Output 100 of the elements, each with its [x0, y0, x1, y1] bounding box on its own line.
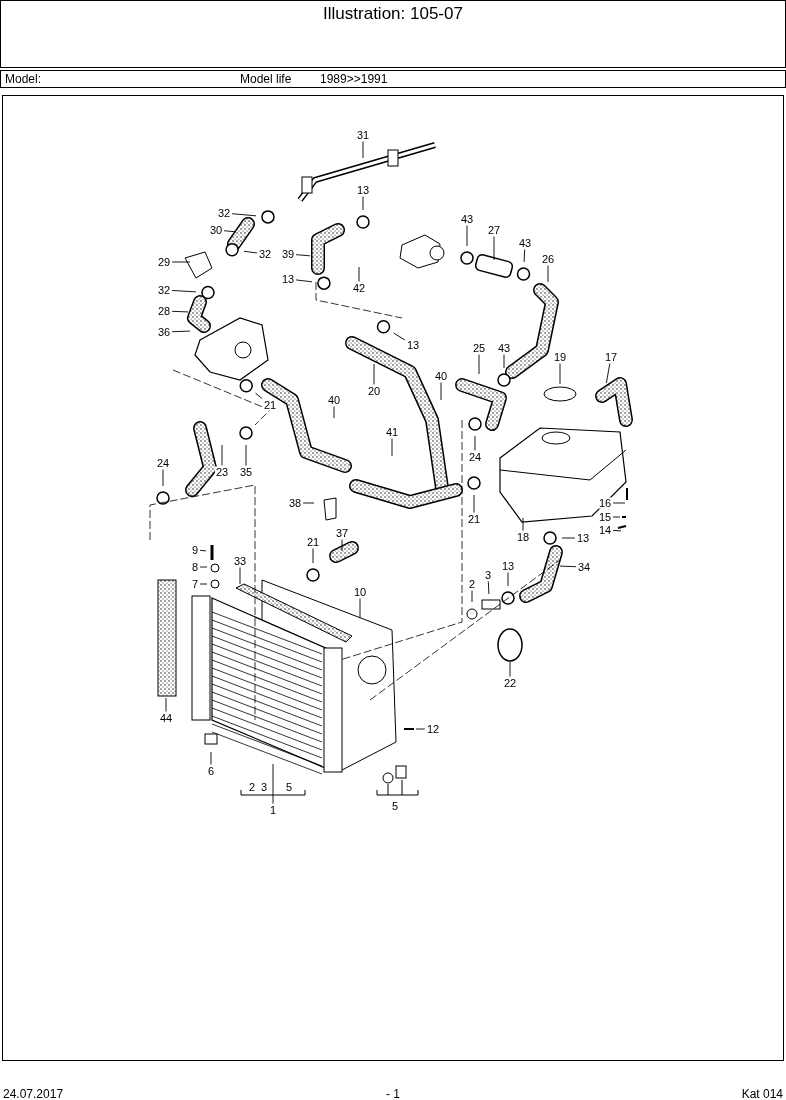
callout-number: 1: [268, 804, 278, 816]
footer-text: - 1: [386, 1088, 400, 1100]
leader-line: [210, 751, 212, 765]
page-title: Illustration: 105-07: [323, 3, 463, 25]
leader-line: [478, 354, 480, 375]
callout-number: 43: [517, 237, 533, 249]
callout-number: 33: [232, 555, 248, 567]
callout-number: 13: [575, 532, 591, 544]
leader-line: [507, 572, 509, 587]
leader-line: [199, 583, 208, 585]
leader-line: [359, 598, 361, 619]
callout-number: 36: [156, 326, 172, 338]
callout-number: 40: [433, 370, 449, 382]
callout-number: 43: [459, 213, 475, 225]
leader-line: [221, 444, 223, 466]
leader-line: [171, 330, 191, 333]
callout-number: 27: [486, 224, 502, 236]
leader-line: [312, 548, 314, 564]
leader-line: [561, 537, 576, 539]
leader-line: [471, 590, 473, 603]
callout-number: 29: [156, 256, 172, 268]
callout-number: 43: [496, 342, 512, 354]
callout-number: 8: [190, 561, 200, 573]
callout-number: 22: [502, 677, 518, 689]
leader-line: [245, 444, 247, 466]
callout-number: 35: [238, 466, 254, 478]
callout-number: 6: [206, 765, 216, 777]
callout-number: 12: [425, 723, 441, 735]
callout-number: 2: [467, 578, 477, 590]
leader-line: [358, 266, 360, 282]
leader-line: [362, 196, 364, 211]
callout-number: 41: [384, 426, 400, 438]
leader-line: [302, 502, 315, 504]
leader-line: [440, 382, 442, 401]
callout-number: 13: [280, 273, 296, 285]
callout-number: 5: [391, 800, 399, 812]
leader-line: [333, 406, 335, 419]
callout-number: 10: [352, 586, 368, 598]
leader-line: [474, 435, 476, 451]
leader-line: [255, 392, 263, 399]
callout-number: 40: [326, 394, 342, 406]
leader-line: [165, 697, 167, 712]
callout-number: 24: [155, 457, 171, 469]
callout-number: 38: [287, 497, 303, 509]
callout-number: 42: [351, 282, 367, 294]
callout-number: 2: [248, 781, 256, 793]
callout-number: 24: [467, 451, 483, 463]
leader-line: [295, 254, 311, 257]
callout-number: 21: [262, 399, 278, 411]
callout-number: 13: [355, 184, 371, 196]
callout-number: 16: [597, 497, 613, 509]
info-field: 1989>>1991: [320, 73, 388, 85]
leader-line: [391, 438, 393, 457]
leader-line: [373, 363, 375, 385]
callout-number: 14: [597, 524, 613, 536]
callout-number: 17: [603, 351, 619, 363]
callout-number: 9: [190, 544, 200, 556]
callout-number: 31: [355, 129, 371, 141]
callout-number: 3: [260, 781, 268, 793]
leader-line: [162, 469, 164, 487]
leader-line: [559, 363, 561, 385]
leader-line: [199, 549, 207, 552]
leader-line: [272, 763, 274, 804]
leader-line: [362, 141, 364, 159]
callout-number: 44: [158, 712, 174, 724]
leader-line: [487, 581, 490, 595]
callout-number: 18: [515, 531, 531, 543]
leader-line: [239, 567, 241, 585]
leader-line: [509, 661, 511, 677]
footer-text: 24.07.2017: [3, 1088, 64, 1100]
callout-number: 21: [466, 513, 482, 525]
callout-number: 39: [280, 248, 296, 260]
leader-line: [605, 363, 611, 384]
callout-number: 30: [208, 224, 224, 236]
callout-number: 28: [156, 305, 172, 317]
callout-number: 25: [471, 342, 487, 354]
leader-line: [341, 539, 343, 552]
leader-line: [612, 502, 626, 504]
leader-line: [547, 265, 549, 283]
leader-line: [231, 213, 257, 217]
leader-line: [295, 279, 313, 283]
leader-line: [243, 250, 258, 254]
callout-number: 3: [483, 569, 493, 581]
leader-line: [559, 565, 577, 568]
leader-line: [171, 290, 197, 293]
callout-number: 32: [156, 284, 172, 296]
leader-line: [493, 236, 495, 261]
leader-line: [393, 332, 406, 341]
callout-number: 19: [552, 351, 568, 363]
callout-number: 37: [334, 527, 350, 539]
leader-line: [503, 354, 505, 369]
leader-line: [415, 728, 426, 730]
leader-line: [473, 494, 475, 513]
leader-line: [223, 230, 237, 233]
info-field: Model life: [240, 73, 292, 85]
callout-number: 34: [576, 561, 592, 573]
callout-number: 26: [540, 253, 556, 265]
leader-line: [171, 261, 191, 263]
leader-line: [466, 225, 468, 247]
callout-number: 7: [190, 578, 200, 590]
